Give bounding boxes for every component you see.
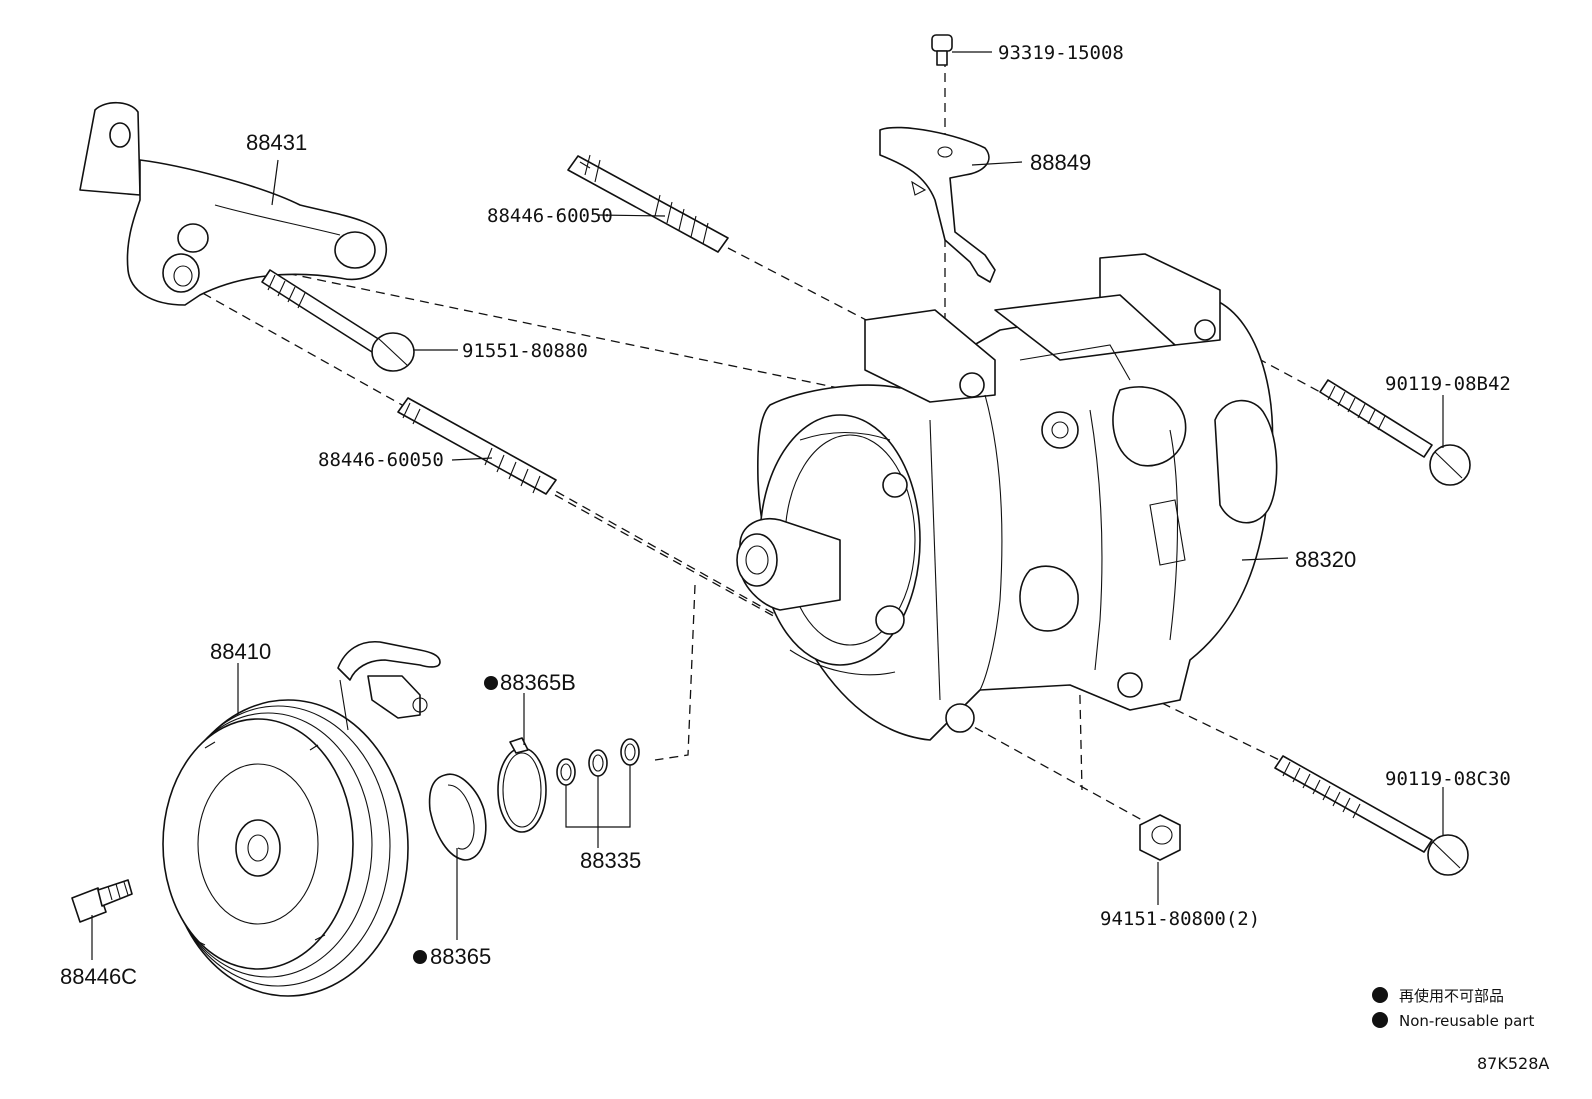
compressor-88320 bbox=[736, 253, 1278, 741]
bolt-90119-c30 bbox=[1274, 755, 1469, 876]
nonreusable-marker-88365 bbox=[413, 950, 427, 964]
label-88365b[interactable]: 88365B bbox=[500, 670, 576, 695]
bolt-90119-b42 bbox=[1319, 379, 1471, 486]
bolt-91551 bbox=[261, 269, 415, 372]
nut-94151 bbox=[1139, 814, 1181, 861]
bracket-88431 bbox=[79, 101, 388, 306]
screw-93319 bbox=[931, 34, 953, 66]
label-88849[interactable]: 88849 bbox=[1030, 150, 1091, 175]
label-88446c[interactable]: 88446C bbox=[60, 964, 137, 989]
pulley-88410 bbox=[162, 641, 441, 997]
legend-bullet-1 bbox=[1372, 987, 1388, 1003]
legend-japanese: 再使用不可部品 bbox=[1399, 987, 1504, 1005]
label-88431[interactable]: 88431 bbox=[246, 130, 307, 155]
label-88410[interactable]: 88410 bbox=[210, 639, 271, 664]
label-90119-c30[interactable]: 90119-08C30 bbox=[1385, 768, 1511, 790]
label-94151[interactable]: 94151-80800(2) bbox=[1100, 908, 1260, 930]
label-88446-top[interactable]: 88446-60050 bbox=[487, 205, 613, 227]
shims-88335 bbox=[556, 738, 640, 786]
bracket-88849 bbox=[879, 126, 996, 283]
part-labels: 88431 93319-15008 88849 88446-60050 9155… bbox=[60, 42, 1511, 989]
legend-english: Non-reusable part bbox=[1399, 1012, 1534, 1030]
diagram-code: 87K528A bbox=[1477, 1054, 1549, 1073]
label-90119-b42[interactable]: 90119-08B42 bbox=[1385, 373, 1511, 395]
legend: 再使用不可部品 Non-reusable part bbox=[1372, 987, 1534, 1030]
label-88446-mid[interactable]: 88446-60050 bbox=[318, 449, 444, 471]
legend-bullet-2 bbox=[1372, 1012, 1388, 1028]
leader-lines bbox=[91, 51, 1444, 960]
nonreusable-marker-88365b bbox=[484, 676, 498, 690]
label-93319[interactable]: 93319-15008 bbox=[998, 42, 1124, 64]
washer-88365 bbox=[428, 773, 487, 861]
label-88320[interactable]: 88320 bbox=[1295, 547, 1356, 572]
label-88365[interactable]: 88365 bbox=[430, 944, 491, 969]
snap-ring-88365b bbox=[497, 737, 547, 833]
label-88335[interactable]: 88335 bbox=[580, 848, 641, 873]
bolt-88446c bbox=[71, 879, 133, 923]
label-91551[interactable]: 91551-80880 bbox=[462, 340, 588, 362]
stud-88446-mid bbox=[397, 397, 557, 495]
stud-88446-top bbox=[567, 154, 729, 253]
